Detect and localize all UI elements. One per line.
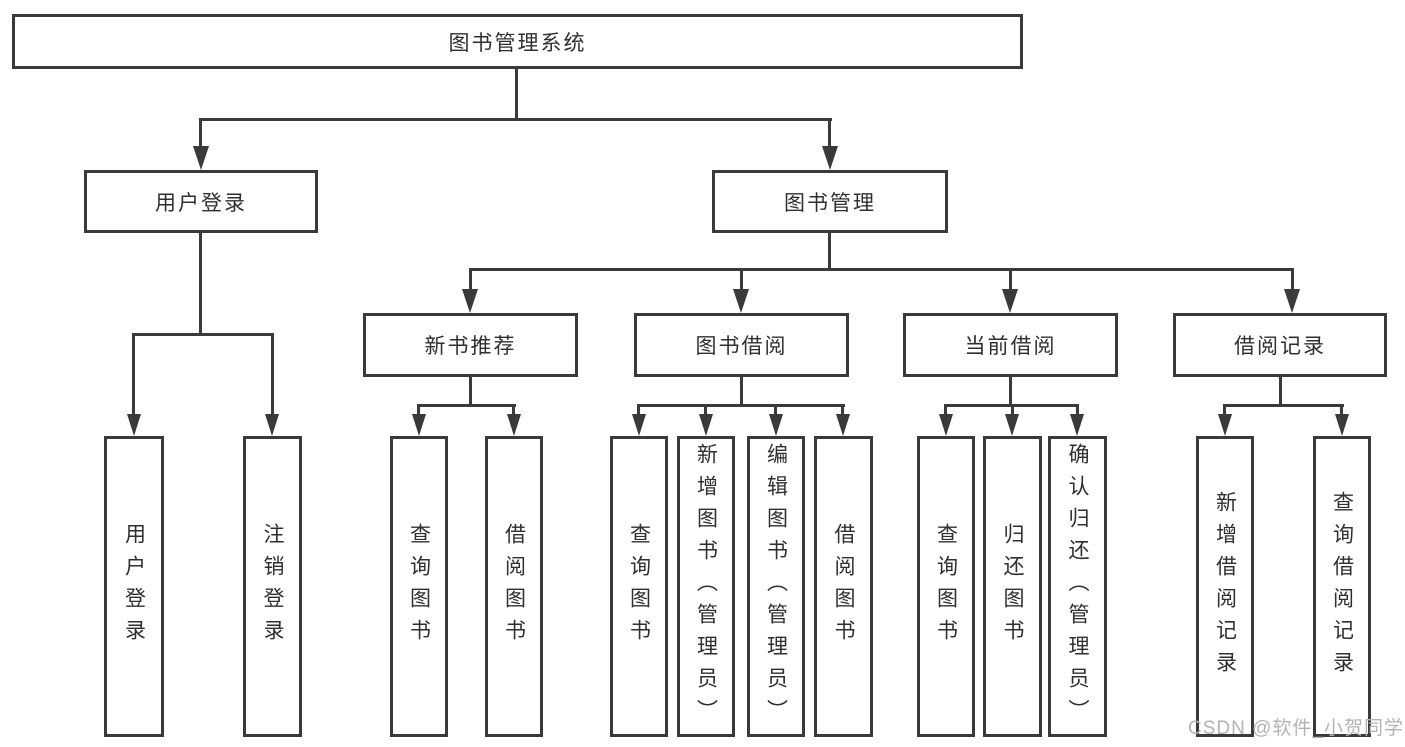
leaf-query-books-3-label: 查询图书 bbox=[934, 522, 958, 651]
connector-book-mgmt-crossbar bbox=[469, 268, 1294, 271]
connector-book-mgmt-stem bbox=[828, 233, 831, 270]
node-root-label: 图书管理系统 bbox=[448, 31, 587, 55]
connector-user-login-crossbar bbox=[132, 333, 274, 336]
leaf-query-books-1: 查询图书 bbox=[390, 436, 448, 737]
leaf-confirm-return-admin-label: 确认归还（管理员） bbox=[1066, 442, 1089, 731]
node-book-management: 图书管理 bbox=[712, 170, 948, 233]
node-book-management-label: 图书管理 bbox=[784, 191, 876, 215]
connector-current-borrow-drop-3 bbox=[1076, 404, 1079, 418]
leaf-user-login-label: 用户登录 bbox=[122, 522, 146, 651]
connector-borrow-record-stem bbox=[1279, 377, 1282, 407]
arrow-to-leaf-query-books-1 bbox=[412, 414, 426, 436]
leaf-logout: 注销登录 bbox=[243, 436, 302, 737]
leaf-add-borrow-record-label: 新增借阅记录 bbox=[1213, 490, 1237, 683]
arrow-to-leaf-query-books-2 bbox=[632, 414, 646, 436]
arrow-to-leaf-user-login bbox=[127, 414, 141, 436]
arrow-to-current-borrow bbox=[1002, 289, 1018, 313]
connector-book-borrow-drop-3 bbox=[774, 404, 777, 418]
connector-drop-borrow-record bbox=[1291, 268, 1294, 295]
node-root-library-system: 图书管理系统 bbox=[12, 14, 1023, 69]
node-borrow-record: 借阅记录 bbox=[1173, 313, 1387, 377]
connector-root-stem bbox=[515, 69, 518, 120]
connector-new-book-stem bbox=[469, 377, 472, 407]
arrow-to-book-borrow bbox=[733, 289, 749, 313]
connector-drop-book-borrow bbox=[740, 268, 743, 295]
connector-book-borrow-crossbar bbox=[637, 404, 845, 407]
connector-root-drop-left bbox=[199, 118, 202, 152]
leaf-borrow-books-2: 借阅图书 bbox=[814, 436, 873, 737]
connector-user-login-drop-right bbox=[271, 333, 274, 416]
arrow-to-leaf-borrow-books-2 bbox=[836, 414, 850, 436]
connector-book-borrow-drop-1 bbox=[637, 404, 640, 418]
connector-drop-current-borrow bbox=[1009, 268, 1012, 295]
leaf-add-book-admin: 新增图书（管理员） bbox=[677, 436, 735, 737]
leaf-borrow-books-2-label: 借阅图书 bbox=[832, 522, 855, 651]
arrow-to-borrow-record bbox=[1284, 289, 1300, 313]
leaf-return-book: 归还图书 bbox=[983, 436, 1042, 737]
leaf-query-books-2: 查询图书 bbox=[610, 436, 668, 737]
leaf-query-books-1-label: 查询图书 bbox=[407, 522, 431, 651]
leaf-borrow-books-1-label: 借阅图书 bbox=[502, 522, 526, 651]
connector-drop-new-book bbox=[469, 268, 472, 295]
node-user-login: 用户登录 bbox=[84, 170, 318, 233]
connector-new-book-crossbar bbox=[417, 404, 516, 407]
leaf-query-borrow-record: 查询借阅记录 bbox=[1313, 436, 1371, 737]
leaf-query-books-2-label: 查询图书 bbox=[627, 522, 651, 651]
leaf-add-book-admin-label: 新增图书（管理员） bbox=[694, 442, 718, 731]
connector-current-borrow-drop-2 bbox=[1011, 404, 1014, 418]
node-new-book-recommend: 新书推荐 bbox=[363, 313, 578, 377]
connector-borrow-record-crossbar bbox=[1223, 404, 1344, 407]
arrow-to-leaf-return-book bbox=[1005, 414, 1019, 436]
leaf-logout-label: 注销登录 bbox=[261, 522, 284, 651]
arrow-to-leaf-add-book-admin bbox=[699, 414, 713, 436]
leaf-add-borrow-record: 新增借阅记录 bbox=[1196, 436, 1254, 737]
leaf-confirm-return-admin: 确认归还（管理员） bbox=[1048, 436, 1107, 737]
connector-user-login-stem bbox=[199, 233, 202, 335]
connector-book-borrow-drop-2 bbox=[704, 404, 707, 418]
arrow-to-book-management bbox=[822, 146, 838, 170]
connector-borrow-record-drop-2 bbox=[1340, 404, 1343, 418]
connector-root-drop-right bbox=[828, 118, 831, 152]
connector-root-crossbar bbox=[199, 118, 832, 121]
leaf-borrow-books-1: 借阅图书 bbox=[485, 436, 543, 737]
leaf-edit-book-admin-label: 编辑图书（管理员） bbox=[764, 442, 788, 731]
node-user-login-label: 用户登录 bbox=[155, 191, 247, 215]
watermark: CSDN @软件_小贺同学 bbox=[1188, 713, 1404, 740]
connector-book-borrow-drop-4 bbox=[841, 404, 844, 418]
leaf-query-books-3: 查询图书 bbox=[917, 436, 975, 737]
connector-new-book-drop-1 bbox=[417, 404, 420, 418]
node-new-book-recommend-label: 新书推荐 bbox=[424, 335, 517, 358]
arrow-to-leaf-borrow-books-1 bbox=[507, 414, 521, 436]
node-current-borrow-label: 当前借阅 bbox=[964, 335, 1057, 358]
connector-user-login-drop-left bbox=[132, 333, 135, 416]
arrow-to-leaf-logout bbox=[265, 414, 279, 436]
leaf-query-borrow-record-label: 查询借阅记录 bbox=[1330, 490, 1354, 683]
node-book-borrow-label: 图书借阅 bbox=[695, 335, 788, 358]
connector-new-book-drop-2 bbox=[512, 404, 515, 418]
node-book-borrow: 图书借阅 bbox=[634, 313, 849, 377]
arrow-to-leaf-add-borrow-record bbox=[1218, 414, 1232, 436]
connector-book-borrow-stem bbox=[740, 377, 743, 407]
node-borrow-record-label: 借阅记录 bbox=[1234, 335, 1326, 358]
connector-borrow-record-drop-1 bbox=[1223, 404, 1226, 418]
leaf-user-login: 用户登录 bbox=[104, 436, 164, 737]
connector-current-borrow-stem bbox=[1009, 377, 1012, 407]
leaf-return-book-label: 归还图书 bbox=[1001, 522, 1024, 651]
arrow-to-leaf-edit-book-admin bbox=[769, 414, 783, 436]
connector-current-borrow-drop-1 bbox=[944, 404, 947, 418]
arrow-to-new-book-recommend bbox=[462, 289, 478, 313]
arrow-to-leaf-query-borrow-record bbox=[1335, 414, 1349, 436]
watermark-text: CSDN @软件_小贺同学 bbox=[1188, 718, 1404, 739]
arrow-to-leaf-query-books-3 bbox=[939, 414, 953, 436]
node-current-borrow: 当前借阅 bbox=[903, 313, 1118, 377]
arrow-to-user-login bbox=[193, 146, 209, 170]
leaf-edit-book-admin: 编辑图书（管理员） bbox=[747, 436, 805, 737]
arrow-to-leaf-confirm-return-admin bbox=[1070, 414, 1084, 436]
